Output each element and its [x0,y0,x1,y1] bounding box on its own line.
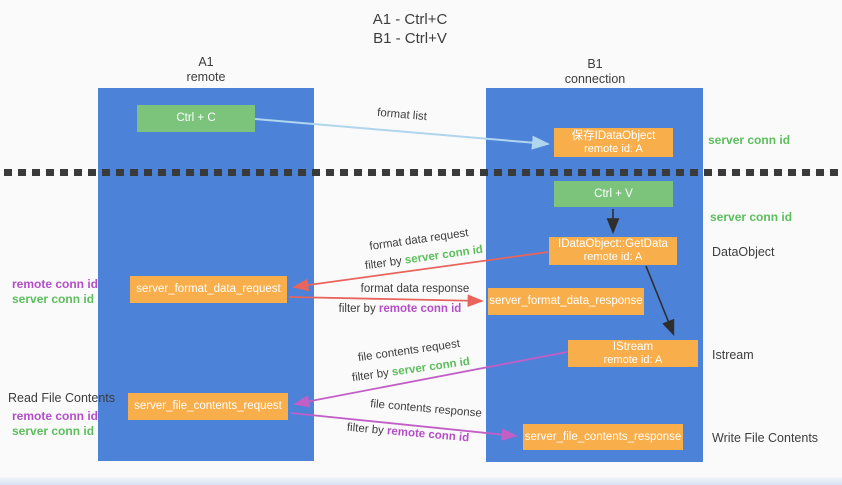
lane-b1-role: connection [564,72,626,86]
diagram-title-line2: B1 - Ctrl+V [373,30,447,47]
filter-prefix: filter by [351,366,393,385]
node-idataobject-getdata-subtitle: remote id: A [583,251,643,263]
lane-a1-role: remote [186,70,226,84]
lane-b1-header: B1 connection [525,57,665,87]
annotation-server-conn-id-1: server conn id [12,291,95,306]
arrow-format-data-response [288,294,484,308]
node-idataobject-getdata-title: IDataObject::GetData [558,238,668,250]
diagram-title: A1 - Ctrl+C B1 - Ctrl+V [330,10,490,48]
annotation-dataobject: DataObject [712,245,775,259]
lane-a1-name: A1 [198,55,214,69]
node-save-idataobject-title: 保存IDataObject [571,129,656,142]
annotation-istream: Istream [712,348,754,362]
node-idataobject-getdata: IDataObject::GetData remote id: A [549,237,677,265]
phase-separator-dotted-line [4,169,838,176]
annotation-conn-id-pair-1: remote conn id server conn id [12,277,99,306]
diagram-title-line1: A1 - Ctrl+C [372,11,448,28]
filter-remote-conn-id: remote conn id [386,425,470,445]
node-server-format-data-request: server_format_data_request [130,276,287,303]
label-filter-by-remote-2: filter by remote conn id [328,420,488,446]
filter-prefix: filter by [346,421,388,438]
node-istream-subtitle: remote id: A [603,353,663,366]
label-format-list: format list [376,106,428,124]
annotation-remote-conn-id-2: remote conn id [12,409,99,423]
label-file-contents-response: file contents response [369,398,483,420]
node-save-idataobject: 保存IDataObject remote id: A [554,128,673,157]
filter-server-conn-id: server conn id [404,243,484,267]
node-ctrl-c: Ctrl + C [137,105,255,132]
filter-remote-conn-id: remote conn id [378,303,462,315]
filter-server-conn-id: server conn id [391,355,471,379]
bottom-edge-strip [0,477,842,485]
annotation-remote-conn-id-1: remote conn id [12,277,99,291]
node-save-idataobject-subtitle: remote id: A [584,142,643,155]
annotation-write-file-contents: Write File Contents [712,431,819,445]
annotation-read-file-contents: Read File Contents [8,391,116,405]
annotation-server-conn-id-mid: server conn id [710,210,793,224]
node-ctrl-v: Ctrl + V [554,181,673,207]
node-server-format-data-response: server_format_data_response [488,288,644,315]
node-istream: IStream remote id: A [568,340,698,367]
node-istream-title: IStream [612,340,654,353]
label-format-data-response: format data response [360,283,470,295]
filter-prefix: filter by [338,303,379,315]
lane-b1-name: B1 [587,57,603,71]
filter-prefix: filter by [364,254,406,273]
annotation-server-conn-id-2: server conn id [12,423,95,438]
node-server-file-contents-request: server_file_contents_request [128,393,288,420]
annotation-conn-id-pair-2: remote conn id server conn id [12,409,99,438]
lane-a1-header: A1 remote [136,55,276,85]
annotation-server-conn-id-top: server conn id [708,133,791,147]
label-filter-by-remote-1: filter by remote conn id [320,303,480,315]
node-server-file-contents-response: server_file_contents_response [523,424,683,450]
